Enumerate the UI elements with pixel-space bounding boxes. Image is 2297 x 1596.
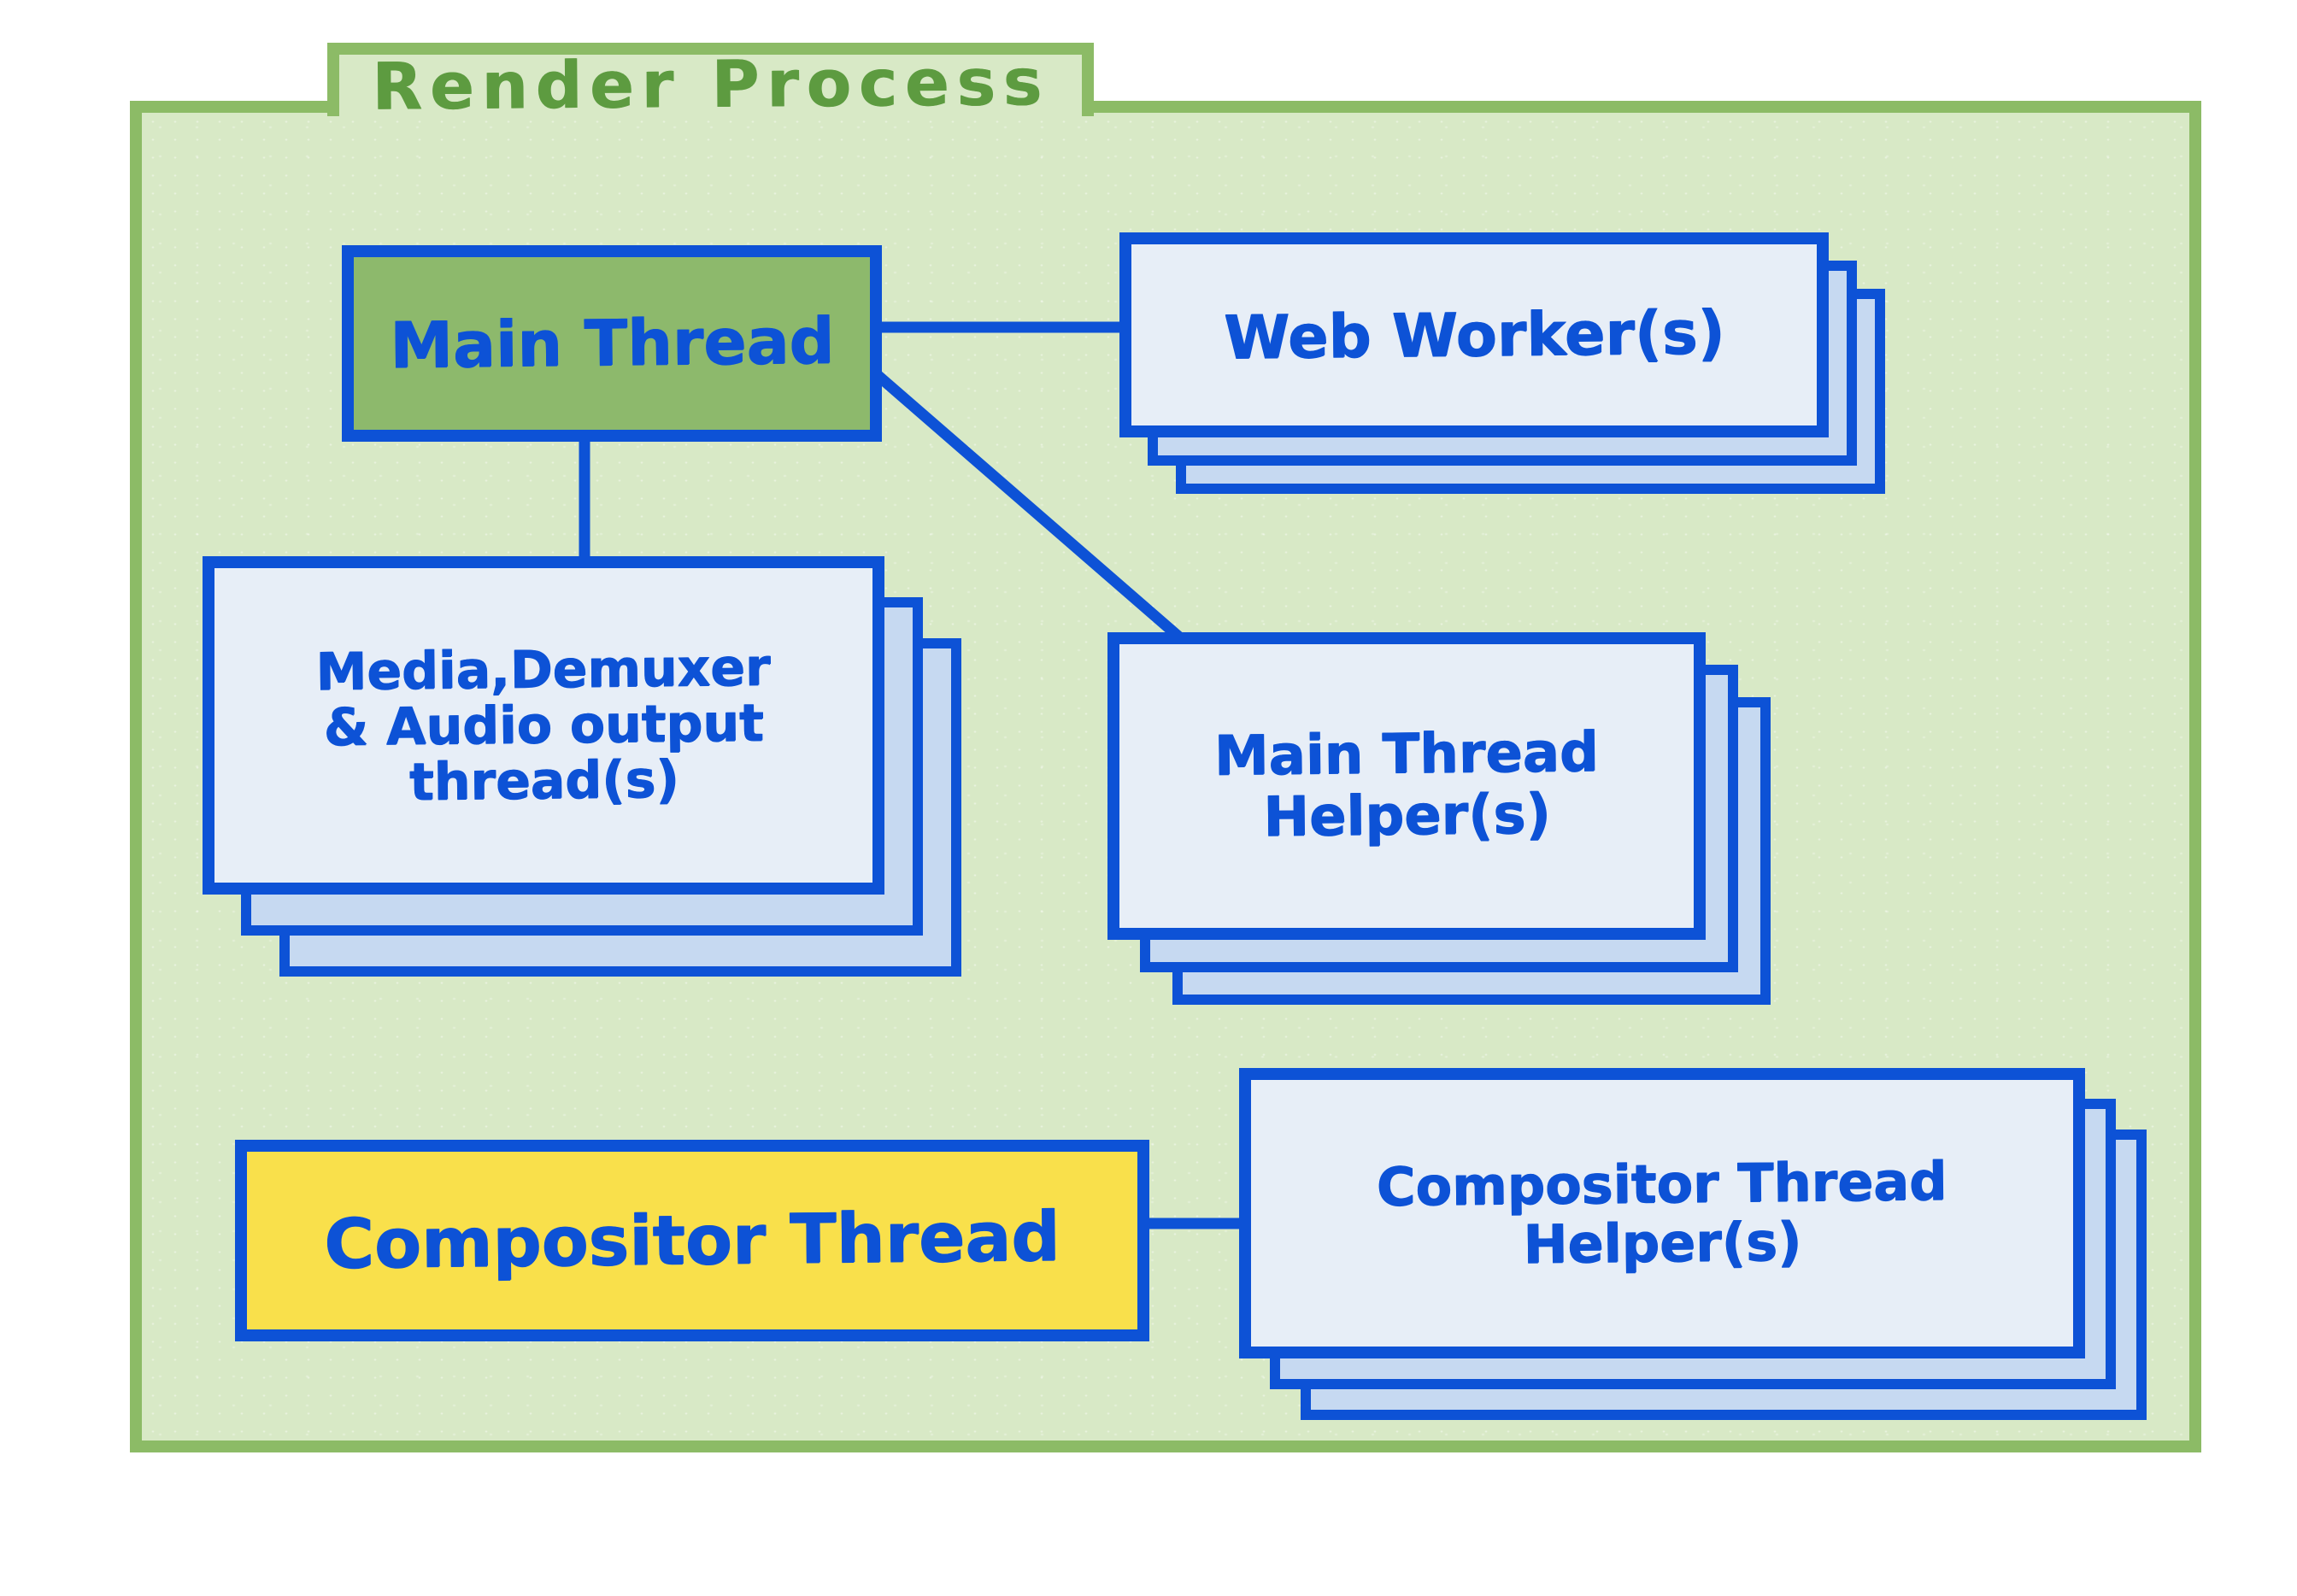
node-media-threads: Media,Demuxer & Audio output thread(s) [203, 556, 961, 977]
media-threads-label-line-3: thread(s) [408, 748, 679, 813]
compositor-thread-helpers-label-line-2: Helper(s) [1523, 1210, 1802, 1276]
node-compositor-thread: Compositor Thread [235, 1140, 1149, 1341]
node-main-thread-helpers: Main Thread Helper(s) [1107, 632, 1771, 1005]
main-thread-helpers-label: Main Thread Helper(s) [1213, 720, 1599, 849]
compositor-thread-helpers-card-front: Compositor Thread Helper(s) [1239, 1068, 2085, 1358]
media-threads-card-front: Media,Demuxer & Audio output thread(s) [203, 556, 884, 895]
main-thread-helpers-label-line-1: Main Thread [1213, 720, 1599, 789]
compositor-thread-helpers-label-line-1: Compositor Thread [1376, 1149, 1947, 1218]
render-process-folder-tab [327, 43, 1094, 116]
node-web-workers: Web Worker(s) [1119, 232, 1885, 494]
media-threads-label-line-2: & Audio output [323, 692, 764, 758]
web-workers-card-front: Web Worker(s) [1119, 232, 1829, 437]
node-compositor-thread-helpers: Compositor Thread Helper(s) [1239, 1068, 2147, 1420]
edge-main-thread-to-main-thread-helpers [870, 367, 1192, 649]
compositor-thread-helpers-label: Compositor Thread Helper(s) [1376, 1149, 1948, 1276]
node-main-thread: Main Thread [342, 245, 882, 442]
compositor-thread-label: Compositor Thread [323, 1196, 1061, 1284]
main-thread-helpers-card-front: Main Thread Helper(s) [1107, 632, 1706, 940]
main-thread-label: Main Thread [389, 303, 835, 383]
media-threads-label-line-1: Media,Demuxer [314, 637, 771, 702]
diagram-title: Render Process [371, 43, 1050, 125]
media-threads-label: Media,Demuxer & Audio output thread(s) [314, 637, 772, 813]
main-thread-helpers-label-line-2: Helper(s) [1262, 783, 1551, 849]
web-workers-label: Web Worker(s) [1223, 296, 1725, 373]
